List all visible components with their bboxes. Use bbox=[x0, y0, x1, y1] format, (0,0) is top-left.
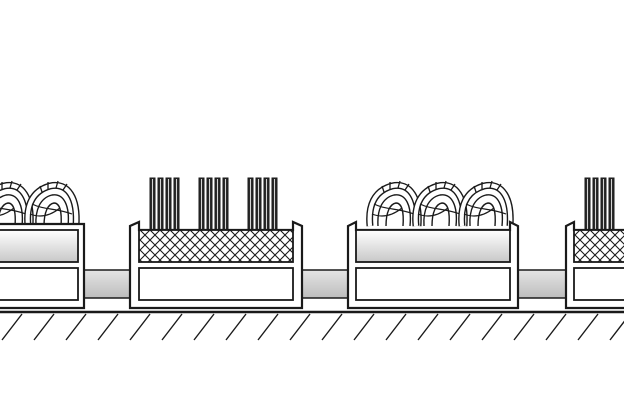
brush-tufts bbox=[149, 177, 278, 231]
scraper-coil-module-2 bbox=[346, 181, 520, 310]
brush-module-2 bbox=[564, 177, 624, 310]
coil-insert bbox=[0, 181, 76, 226]
brush-module-1 bbox=[128, 177, 304, 310]
connector-strips bbox=[83, 269, 567, 299]
coil-insert bbox=[370, 181, 511, 226]
scraper-coil-module-1 bbox=[0, 181, 86, 310]
floor-surface bbox=[0, 310, 624, 341]
brush-tufts bbox=[584, 177, 615, 231]
